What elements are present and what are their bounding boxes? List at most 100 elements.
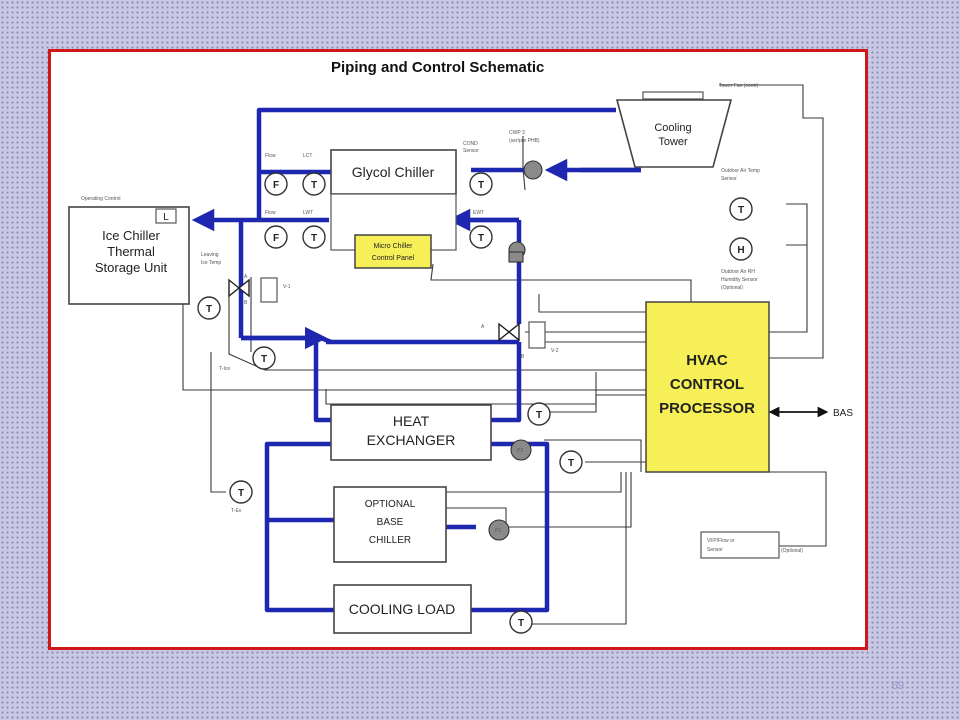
p1-label: P1 (495, 528, 501, 534)
hvac-control-processor: HVAC CONTROL PROCESSOR BAS (645, 301, 853, 473)
pump-glycol (508, 241, 526, 263)
sensors: F Flow T LCT F Flow T LWT T COND Sensor … (197, 141, 760, 634)
ice-chiller-line-2: Thermal (107, 244, 155, 259)
tower-pump-line-1: CWP 3 (509, 130, 525, 136)
svg-text:T: T (311, 180, 317, 191)
flow-top-label: Flow (265, 153, 276, 159)
cond-sensor-line-1: COND (463, 141, 478, 147)
t-ex-label: T-Ex (231, 508, 242, 514)
temp-sensor-ice: T Leaving Ice Temp T-Ice (197, 252, 230, 372)
svg-text:T: T (478, 233, 484, 244)
temp-sensor-cond: T COND Sensor (463, 141, 493, 196)
outdoor-rh-line-1: Outdoor Air RH (721, 269, 755, 275)
hvac-line-3: PROCESSOR (659, 400, 755, 417)
valve-icon (228, 278, 250, 298)
v-sensor-line-2: Sensor (707, 547, 723, 553)
ice-chiller-storage: L Ice Chiller Thermal Storage Unit Opera… (68, 196, 190, 305)
t-ice-label: T-Ice (219, 366, 230, 372)
hvac-line-1: HVAC (686, 352, 728, 369)
valve-icon (498, 322, 520, 342)
hvac-line-2: CONTROL (670, 376, 744, 393)
temp-sensor-lct: T LCT (302, 153, 326, 196)
b1-label: B (244, 300, 248, 306)
a2-label: A (481, 324, 485, 330)
ewt-label: EWT (473, 210, 484, 216)
pump-p2: P2 (510, 439, 532, 461)
cond-sensor-line-2: Sensor (463, 148, 479, 154)
optional-sensor-box: VFP/Flow or Sensor (Optional) (700, 531, 803, 559)
temp-sensor-ex: T T-Ex (229, 480, 253, 514)
v2-label: V-2 (551, 348, 559, 354)
svg-text:T: T (261, 354, 267, 365)
valve-v2: V-2 A B (481, 321, 559, 360)
glycol-chiller-label: Glycol Chiller (352, 164, 435, 180)
cooling-load-label: COOLING LOAD (349, 601, 456, 617)
temp-sensor-ewt: T EWT (469, 210, 493, 249)
pump-p1: P1 (488, 519, 510, 541)
p2-label: P2 (517, 448, 523, 454)
base-chiller-line-2: BASE (377, 517, 404, 528)
optional-base-chiller: OPTIONAL BASE CHILLER (333, 486, 447, 563)
heat-exchanger-line-1: HEAT (393, 413, 430, 429)
svg-text:T: T (238, 488, 244, 499)
temp-sensor-hx: T (527, 402, 551, 426)
pump-icon (488, 519, 510, 541)
bas-label: BAS (833, 408, 853, 419)
flow-mid-label: Flow (265, 210, 276, 216)
outdoor-rh-line-2: Humidity Sensor (721, 277, 758, 283)
svg-text:T: T (536, 410, 542, 421)
micro-panel-line-1: Micro Chiller (374, 243, 414, 250)
glycol-chiller: Glycol Chiller (330, 149, 457, 251)
b2-label: B (521, 354, 525, 360)
flow-sensor-top: F Flow (264, 153, 288, 196)
l-box-label: L (163, 212, 169, 223)
outdoor-rh-line-3: (Optional) (721, 285, 743, 291)
leaving-line-2: Ice Temp (201, 260, 221, 266)
v1-label: V-1 (283, 284, 291, 290)
base-chiller-line-3: CHILLER (369, 535, 411, 546)
svg-text:H: H (737, 245, 744, 256)
temp-sensor-mid: T (252, 346, 276, 370)
cooling-tower-line-2: Tower (658, 136, 688, 148)
temp-sensor-lwt: T LWT (302, 210, 326, 249)
chilled-water-piping (191, 107, 641, 613)
operating-label: Operating Control (81, 196, 120, 202)
cooling-tower: Cooling Tower Tower Fan (contr) (615, 83, 759, 168)
temp-sensor-load: T (509, 610, 533, 634)
cooling-load: COOLING LOAD (333, 584, 472, 634)
heat-exchanger: HEAT EXCHANGER (330, 404, 492, 461)
ice-chiller-line-1: Ice Chiller (102, 228, 160, 243)
page-number: 69 (891, 680, 904, 692)
svg-text:F: F (273, 180, 279, 191)
pump-icon (523, 160, 543, 180)
pump-cwp3: CWP 3 (ser/pre PHB) (509, 130, 543, 180)
heat-exchanger-line-2: EXCHANGER (367, 432, 456, 448)
flow-sensor-mid: F Flow (264, 210, 288, 249)
outdoor-temp-line-2: Sensor (721, 176, 737, 182)
a1-label: A (244, 274, 248, 280)
svg-text:F: F (273, 233, 279, 244)
humidity-sensor-outdoor: H Outdoor Air RH Humidity Sensor (Option… (721, 237, 758, 291)
leaving-line-1: Leaving (201, 252, 219, 258)
optional-label: (Optional) (781, 548, 803, 554)
base-chiller-line-1: OPTIONAL (365, 499, 416, 510)
outdoor-temp-line-1: Outdoor Air Temp (721, 168, 760, 174)
schematic-frame: Piping and Control Schematic (48, 49, 868, 650)
svg-text:T: T (738, 205, 744, 216)
diagram-title: Piping and Control Schematic (331, 59, 544, 76)
lct-label: LCT (303, 153, 312, 159)
micro-chiller-panel: Micro Chiller Control Panel (354, 234, 432, 269)
ice-chiller-line-3: Storage Unit (95, 260, 168, 275)
tower-fan-label: Tower Fan (contr) (719, 83, 759, 89)
svg-text:T: T (568, 458, 574, 469)
temp-sensor-secondary: T (559, 450, 583, 474)
micro-panel-line-2: Control Panel (372, 255, 415, 262)
pump-icon (510, 439, 532, 461)
tower-pump-line-2: (ser/pre PHB) (509, 138, 540, 144)
temp-sensor-outdoor: T Outdoor Air Temp Sensor (721, 168, 760, 221)
v-sensor-line-1: VFP/Flow or (707, 538, 735, 544)
svg-text:T: T (206, 304, 212, 315)
valve-v1: V-1 A B (228, 274, 291, 306)
lwt-label: LWT (303, 210, 313, 216)
svg-text:T: T (311, 233, 317, 244)
